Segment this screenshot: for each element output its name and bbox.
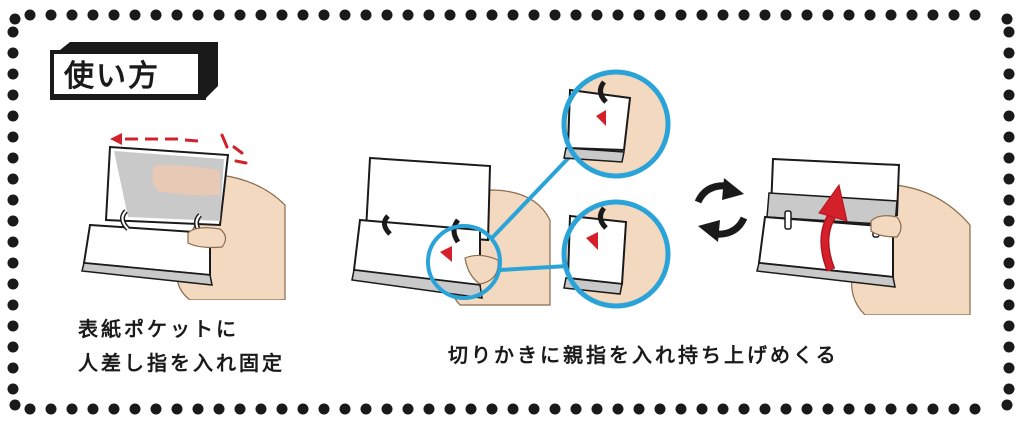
rotate-cycle-icon (694, 178, 748, 242)
step2-caption: 切りかきに親指を入れ持ち上げめくる (448, 343, 839, 367)
emphasis-marks-icon (220, 133, 248, 165)
magnified-notch-bottom (561, 199, 671, 309)
step1-caption-line2: 人差し指を入れ固定 (78, 351, 285, 375)
page-title: 使い方 (64, 59, 160, 94)
step1-caption-line1: 表紙ポケットに (78, 317, 239, 341)
thumb-in-notch-illustration (351, 69, 671, 309)
finger-in-pocket-illustration (81, 133, 286, 300)
callout-circle (426, 224, 502, 300)
arrow-left-icon (110, 133, 122, 145)
lift-and-flip-illustration (756, 157, 971, 315)
magnified-notch-top (561, 69, 671, 179)
step1-caption: 表紙ポケットに 人差し指を入れ固定 (78, 312, 285, 380)
title-box (50, 42, 218, 100)
